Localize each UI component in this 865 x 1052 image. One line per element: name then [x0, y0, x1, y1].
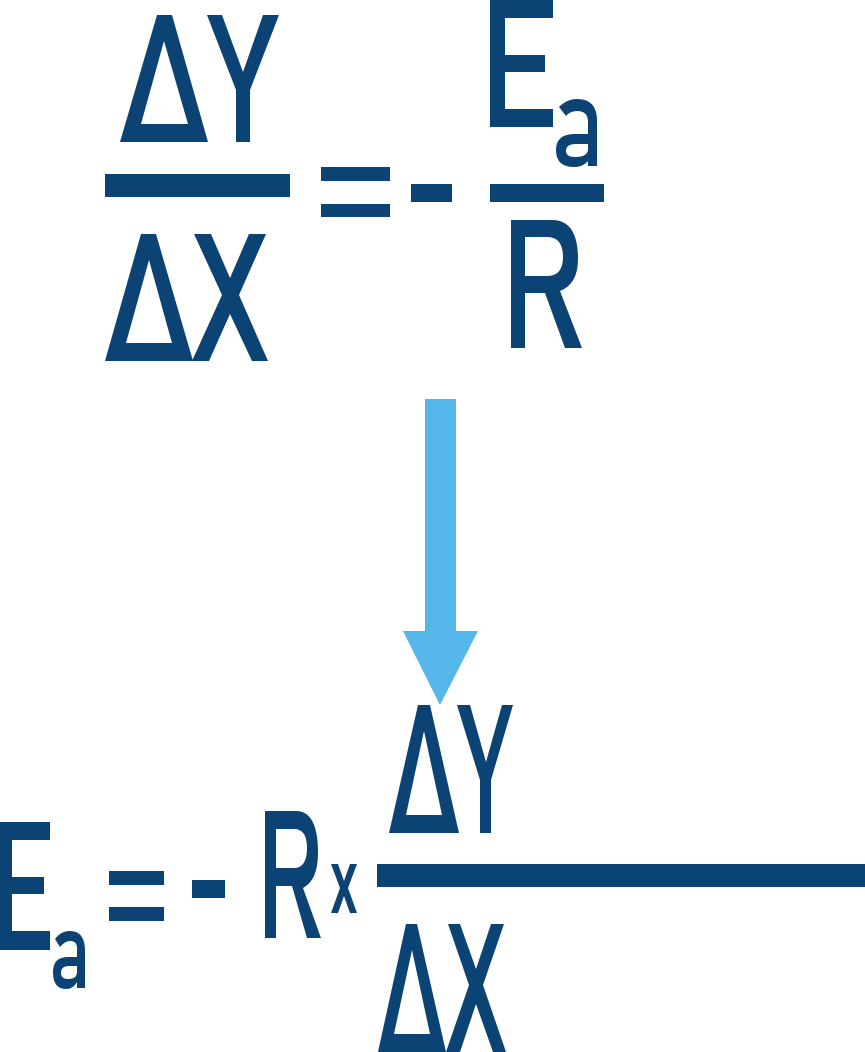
bottom-minus-sign — [192, 880, 225, 898]
top-minus-sign — [411, 184, 452, 202]
bottom-times-sign — [331, 864, 357, 913]
bottom-r — [265, 811, 321, 938]
bottom-e-a — [0, 822, 85, 989]
top-equals-sign — [321, 167, 390, 217]
top-e-a — [490, 0, 597, 167]
top-delta-y — [120, 15, 279, 142]
bottom-fraction-bar — [377, 864, 865, 887]
top-rhs-fraction-bar — [490, 184, 604, 202]
top-delta-x — [105, 234, 268, 361]
top-lhs-fraction-bar — [105, 174, 290, 197]
top-r — [511, 220, 582, 348]
bottom-equals-sign — [109, 871, 164, 921]
bottom-delta-x — [378, 924, 506, 1052]
arrow-down-icon — [403, 399, 478, 705]
bottom-delta-y — [389, 705, 513, 833]
